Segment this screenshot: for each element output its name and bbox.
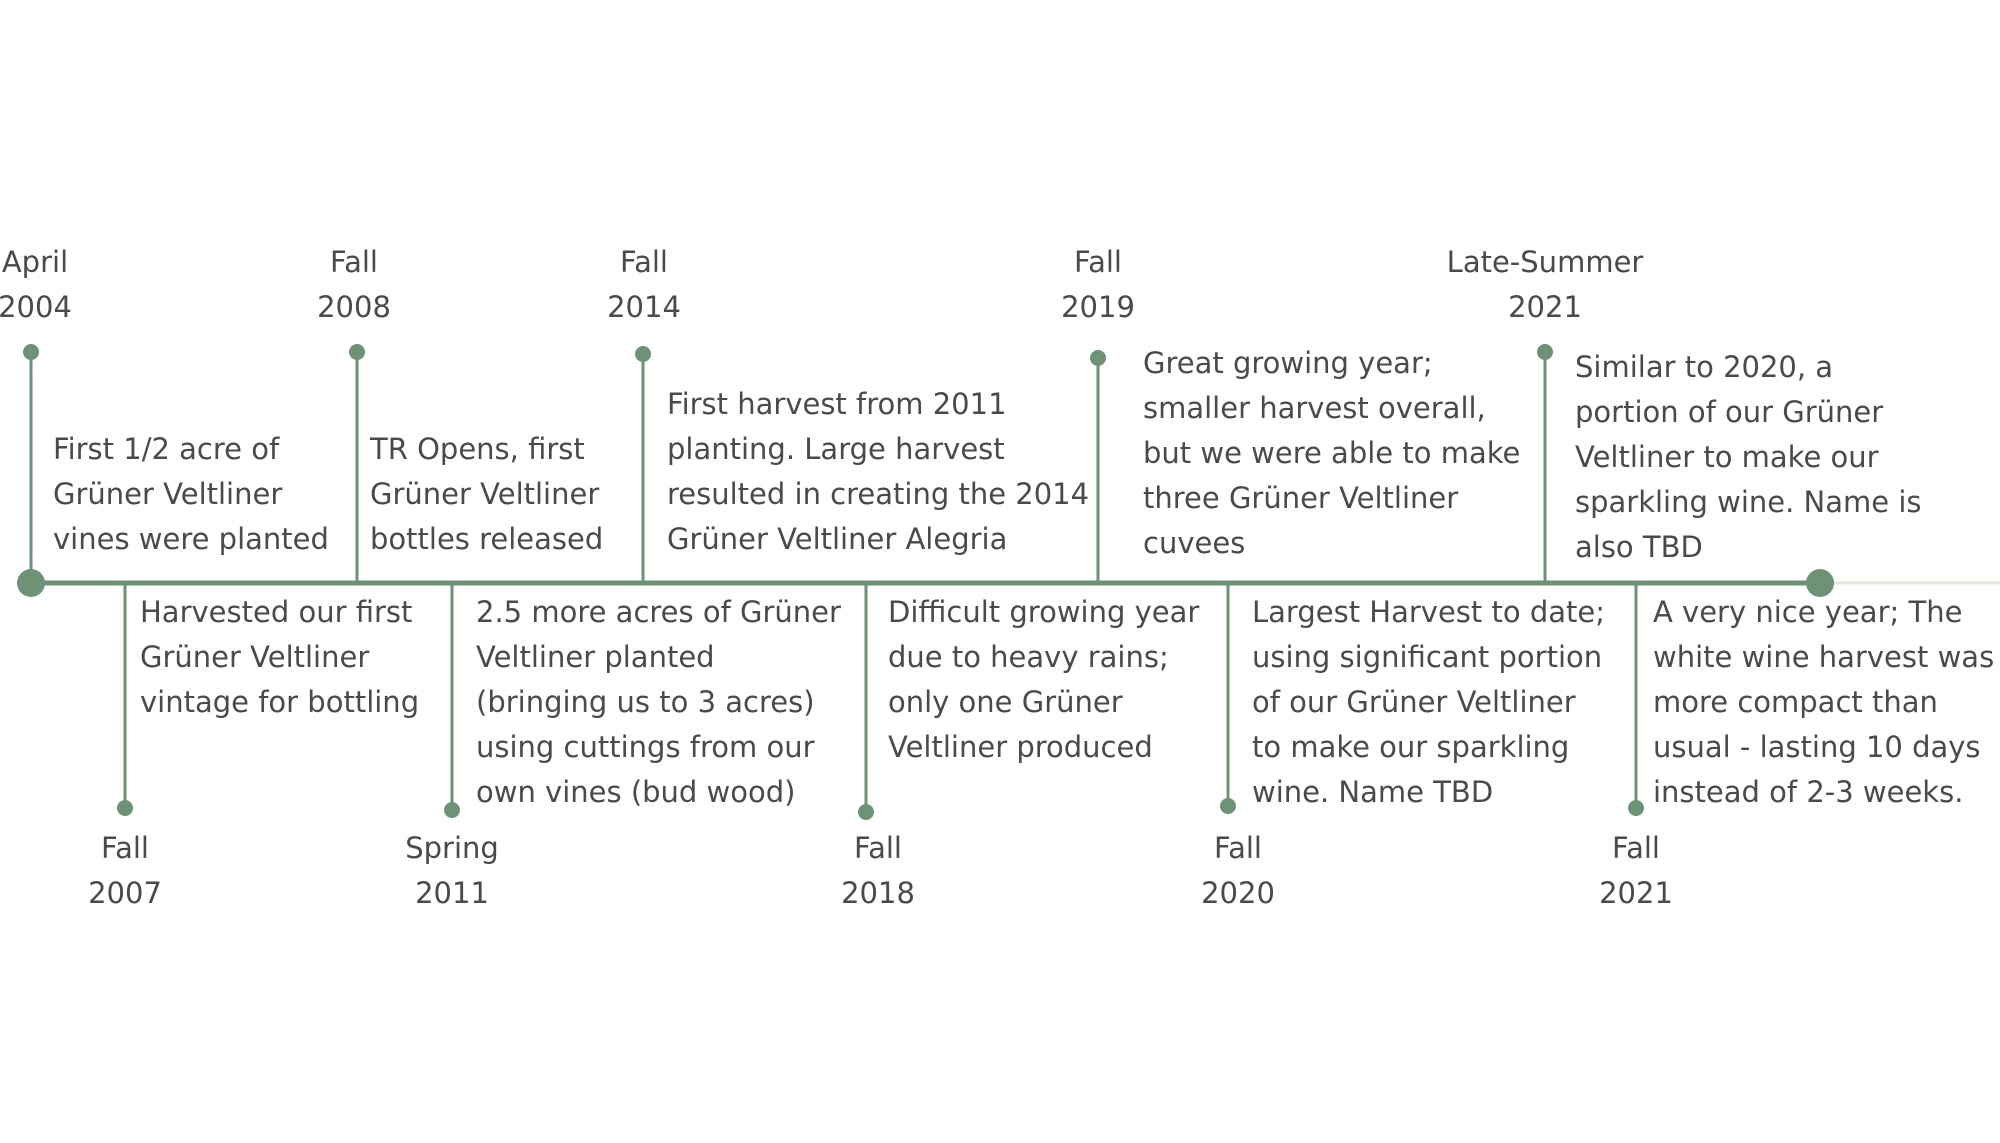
event-description-line: TR Opens, first [370, 432, 585, 466]
event-date-line: 2011 [415, 876, 489, 910]
event-description: First 1/2 acre of Grüner Veltliner vines w… [53, 427, 329, 562]
event-date-line: Fall [854, 831, 902, 865]
event-date: Fall 2007 [88, 826, 162, 916]
event-description-line: portion of our Grüner [1575, 395, 1884, 429]
event-date-line: Fall [101, 831, 149, 865]
event-description-line: sparkling wine. Name is [1575, 485, 1922, 519]
event-description-line: Grüner Veltliner [370, 477, 600, 511]
event-description-line: more compact than [1653, 685, 1938, 719]
event-description-line: Harvested our first [140, 595, 413, 629]
event-date-line: 2020 [1201, 876, 1275, 910]
event-date-line: Fall [1612, 831, 1660, 865]
event-date-line: 2018 [841, 876, 915, 910]
event-description-line: own vines (bud wood) [476, 775, 796, 809]
event-description-line: resulted in creating the 2014 [667, 477, 1090, 511]
event-description-line: cuvees [1143, 526, 1246, 560]
event-description-line: white wine harvest was [1653, 640, 1995, 674]
event-description-line: wine. Name TBD [1252, 775, 1494, 809]
event-dot [444, 802, 460, 818]
event-description-line: First 1/2 acre of [53, 432, 280, 466]
event-description-line: of our Grüner Veltliner [1252, 685, 1576, 719]
event-description-line: Great growing year; [1143, 346, 1433, 380]
event-dot [349, 344, 365, 360]
event-description: First harvest from 2011 planting. Large h… [667, 382, 1089, 562]
event-dot [858, 804, 874, 820]
event-dot [1220, 798, 1236, 814]
event-description-line: vines were planted [53, 522, 329, 556]
event-description-line: Veltliner to make our [1575, 440, 1879, 474]
event-description-line: Veltliner planted [476, 640, 715, 674]
event-date: Fall 2019 [1061, 240, 1135, 330]
event-description-line: due to heavy rains; [888, 640, 1169, 674]
event-date-line: 2021 [1599, 876, 1673, 910]
event-date: Late-Summer 2021 [1447, 240, 1644, 330]
event-description-line: but we were able to make [1143, 436, 1521, 470]
event-date-line: 2004 [0, 290, 72, 324]
event-description-line: also TBD [1575, 530, 1703, 564]
event-description-line: only one Grüner [888, 685, 1123, 719]
event-date-line: April [1, 245, 69, 279]
event-dot [1537, 344, 1553, 360]
event-date-line: 2019 [1061, 290, 1135, 324]
event-date: Spring 2011 [405, 826, 499, 916]
event-description-line: Grüner Veltliner [53, 477, 283, 511]
event-dot [23, 344, 39, 360]
event-date-line: Fall [330, 245, 378, 279]
event-dot [117, 800, 133, 816]
event-dot [1090, 350, 1106, 366]
event-description-line: First harvest from 2011 [667, 387, 1007, 421]
event-date: Fall 2020 [1201, 826, 1275, 916]
event-description: Difficult growing year due to heavy rains… [888, 590, 1199, 770]
event-date: Fall 2014 [607, 240, 681, 330]
event-date-line: Fall [1214, 831, 1262, 865]
event-date-line: 2014 [607, 290, 681, 324]
event-description-line: Largest Harvest to date; [1252, 595, 1605, 629]
event-date: Fall 2008 [317, 240, 391, 330]
event-description-line: Similar to 2020, a [1575, 350, 1834, 384]
event-description-line: A very nice year; The [1653, 595, 1963, 629]
event-date-line: 2021 [1508, 290, 1582, 324]
event-date-line: Fall [620, 245, 668, 279]
event-description-line: instead of 2-3 weeks. [1653, 775, 1964, 809]
event-description-line: Veltliner produced [888, 730, 1153, 764]
event-description-line: planting. Large harvest [667, 432, 1005, 466]
event-date-line: 2007 [88, 876, 162, 910]
event-description-line: Grüner Veltliner [140, 640, 370, 674]
event-description-line: Difficult growing year [888, 595, 1200, 629]
event-description: Largest Harvest to date; using significan… [1252, 590, 1605, 815]
event-description-line: using significant portion [1252, 640, 1603, 674]
event-description-line: Grüner Veltliner Alegria [667, 522, 1008, 556]
event-description-line: (bringing us to 3 acres) [476, 685, 815, 719]
event-description-line: usual - lasting 10 days [1653, 730, 1981, 764]
timeline-end-dot [1806, 569, 1834, 597]
event-description-line: 2.5 more acres of Grüner [476, 595, 841, 629]
event-description-line: vintage for bottling [140, 685, 420, 719]
event-description-line: smaller harvest overall, [1143, 391, 1486, 425]
event-date: April 2004 [0, 240, 72, 330]
event-description-line: to make our sparkling [1252, 730, 1570, 764]
event-date: Fall 2018 [841, 826, 915, 916]
event-dot [635, 346, 651, 362]
event-date: Fall 2021 [1599, 826, 1673, 916]
event-description-line: bottles released [370, 522, 604, 556]
event-date-line: Late-Summer [1446, 245, 1644, 279]
event-description: Great growing year; smaller harvest overa… [1143, 341, 1520, 566]
event-date-line: 2008 [317, 290, 391, 324]
event-date-line: Spring [405, 831, 499, 865]
event-dot [1628, 800, 1644, 816]
event-date-line: Fall [1074, 245, 1122, 279]
event-description-line: three Grüner Veltliner [1143, 481, 1459, 515]
event-description: A very nice year; The white wine harvest … [1653, 590, 1994, 815]
event-description-line: using cuttings from our [476, 730, 815, 764]
